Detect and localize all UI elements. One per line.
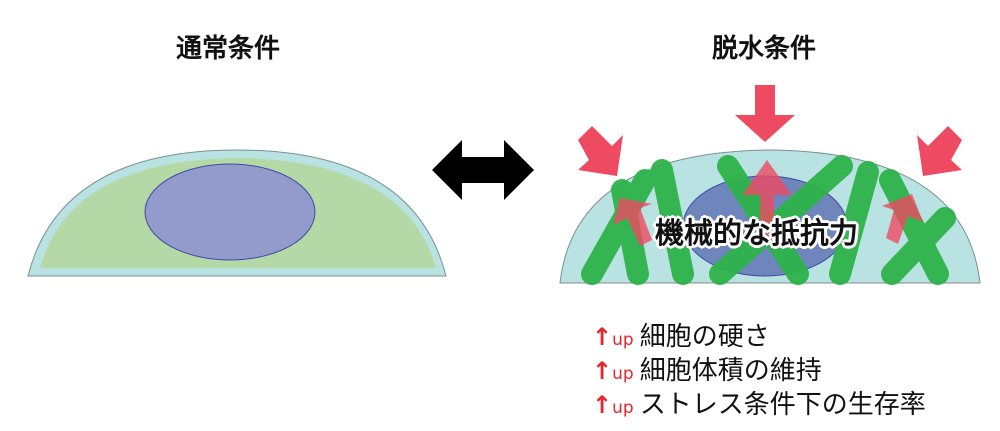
dehydration-condition-title: 脱水条件 [712,34,817,64]
up-tag: up [612,330,634,350]
fiber [829,161,879,285]
fiber [651,159,694,285]
effect-text: ストレス条件下の生存率 [639,390,926,420]
arrow-down-icon [735,85,795,142]
double-arrow-icon [432,140,534,200]
arrow-diag-left-icon [578,126,623,176]
up-tag: up [612,398,634,418]
arrow-diag-right-icon [917,126,962,176]
up-arrow-icon: ↑ [592,323,613,351]
normal-condition-title: 通常条件 [176,34,281,64]
effect-text: 細胞体積の維持 [639,356,822,386]
up-tag: up [612,364,634,384]
arrow-up-icon [742,160,792,240]
effect-text: 細胞の硬さ [639,322,770,352]
normal-nucleus [144,163,316,261]
up-arrow-icon: ↑ [592,357,613,385]
arrow-up-right-icon [882,194,923,244]
mechanical-resistance-label: 機械的な抵抗力 [655,216,859,250]
fiber [879,169,949,285]
force-arrows [578,85,962,246]
fiber [709,155,853,285]
arrow-up-left-icon [613,198,652,246]
fiber [881,207,956,285]
up-arrow-icon: ↑ [592,391,613,419]
